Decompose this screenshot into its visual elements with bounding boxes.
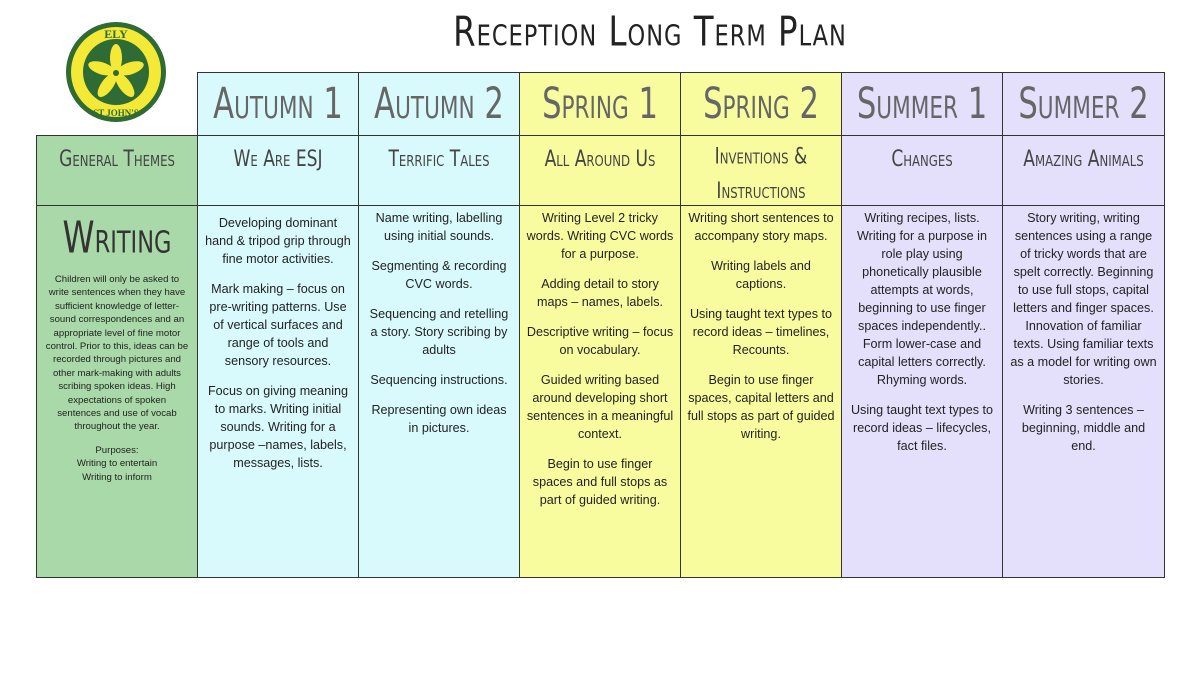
theme-cell: Amazing Animals	[1002, 135, 1165, 206]
subject-title-text: Writing	[62, 213, 172, 264]
theme-label: Changes	[891, 146, 953, 172]
season-label: Autumn 1	[213, 79, 343, 129]
purposes-label: Purposes:	[95, 444, 139, 456]
general-themes-cell: General Themes	[36, 135, 198, 206]
theme-label: Terrific Tales	[388, 146, 490, 172]
content-paragraph: Writing recipes, lists. Writing for a pu…	[857, 211, 987, 387]
content-paragraph: Using taught text types to record ideas …	[689, 307, 833, 357]
season-header: Spring 1	[519, 72, 681, 136]
content-paragraph: Writing Level 2 tricky words. Writing CV…	[526, 211, 674, 261]
content-cell: Story writing, writing sentences using a…	[1002, 205, 1165, 578]
content-text: Writing short sentences to accompany sto…	[681, 206, 841, 458]
content-paragraph: Story writing, writing sentences using a…	[1010, 211, 1157, 387]
season-header: Spring 2	[680, 72, 842, 136]
content-text: Writing recipes, lists. Writing for a pu…	[842, 206, 1002, 470]
content-cell: Writing Level 2 tricky words. Writing CV…	[519, 205, 681, 578]
content-text: Writing Level 2 tricky words. Writing CV…	[520, 206, 680, 524]
theme-label: We Are ESJ	[233, 146, 323, 172]
season-label: Autumn 2	[374, 79, 504, 129]
theme-cell: All Around Us	[519, 135, 681, 206]
theme-cell: Inventions & Instructions	[680, 135, 842, 206]
content-paragraph: Writing 3 sentences – beginning, middle …	[1021, 403, 1146, 453]
season-header: Summer 2	[1002, 72, 1165, 136]
purpose-item: Writing to inform	[82, 471, 152, 483]
content-paragraph: Name writing, labelling using initial so…	[375, 211, 503, 243]
purpose-item: Writing to entertain	[76, 458, 158, 470]
content-paragraph: Adding detail to story maps – names, lab…	[537, 277, 663, 309]
content-paragraph: Developing dominant hand & tripod grip t…	[205, 216, 351, 266]
plan-table: Autumn 1 Autumn 2 Spring 1 Spring 2 Summer 1…	[36, 72, 1165, 578]
content-text: Developing dominant hand & tripod grip t…	[198, 206, 358, 487]
content-paragraph: Descriptive writing – focus on vocabular…	[526, 325, 674, 357]
general-themes-label: General Themes	[59, 146, 175, 172]
content-paragraph: Begin to use finger spaces and full stop…	[532, 457, 668, 507]
logo-top-text: ELY	[104, 27, 128, 41]
content-paragraph: Mark making – focus on pre-writing patte…	[209, 282, 347, 368]
theme-label: Amazing Animals	[1023, 146, 1144, 172]
season-label: Summer 2	[1018, 79, 1149, 129]
season-header: Autumn 1	[197, 72, 359, 136]
content-cell: Name writing, labelling using initial so…	[358, 205, 520, 578]
theme-cell: We Are ESJ	[197, 135, 359, 206]
content-paragraph: Writing short sentences to accompany sto…	[688, 211, 834, 243]
subject-description-text: Children will only be asked to write sen…	[45, 274, 189, 433]
season-label: Spring 2	[703, 79, 819, 129]
season-label: Spring 1	[542, 79, 658, 129]
logo-bottom-text: ST JOHN'S	[93, 108, 139, 118]
theme-label: Inventions & Instructions	[714, 144, 808, 204]
season-header: Autumn 2	[358, 72, 520, 136]
season-label: Summer 1	[856, 79, 988, 129]
theme-label: All Around Us	[544, 146, 656, 172]
subject-description: Children will only be asked to write sen…	[37, 259, 197, 484]
content-paragraph: Focus on giving meaning to marks. Writin…	[207, 384, 348, 470]
subject-title: Writing	[37, 214, 197, 263]
content-text: Name writing, labelling using initial so…	[359, 206, 519, 452]
page-title: Reception Long Term Plan	[453, 8, 847, 57]
content-cell: Writing short sentences to accompany sto…	[680, 205, 842, 578]
content-paragraph: Begin to use finger spaces, capital lett…	[687, 373, 835, 441]
theme-cell: Changes	[841, 135, 1003, 206]
content-paragraph: Segmenting & recording CVC words.	[371, 259, 507, 291]
season-header: Summer 1	[841, 72, 1003, 136]
content-cell: Writing recipes, lists. Writing for a pu…	[841, 205, 1003, 578]
content-paragraph: Writing labels and captions.	[711, 259, 811, 291]
content-paragraph: Sequencing instructions.	[370, 373, 508, 387]
school-logo: ELY ST JOHN'S	[66, 22, 166, 122]
content-paragraph: Representing own ideas in pictures.	[371, 403, 507, 435]
theme-cell: Terrific Tales	[358, 135, 520, 206]
content-paragraph: Using taught text types to record ideas …	[850, 403, 994, 453]
content-text: Story writing, writing sentences using a…	[1003, 206, 1164, 470]
content-paragraph: Sequencing and retelling a story. Story …	[369, 307, 509, 357]
content-cell: Developing dominant hand & tripod grip t…	[197, 205, 359, 578]
content-paragraph: Guided writing based around developing s…	[526, 373, 674, 441]
